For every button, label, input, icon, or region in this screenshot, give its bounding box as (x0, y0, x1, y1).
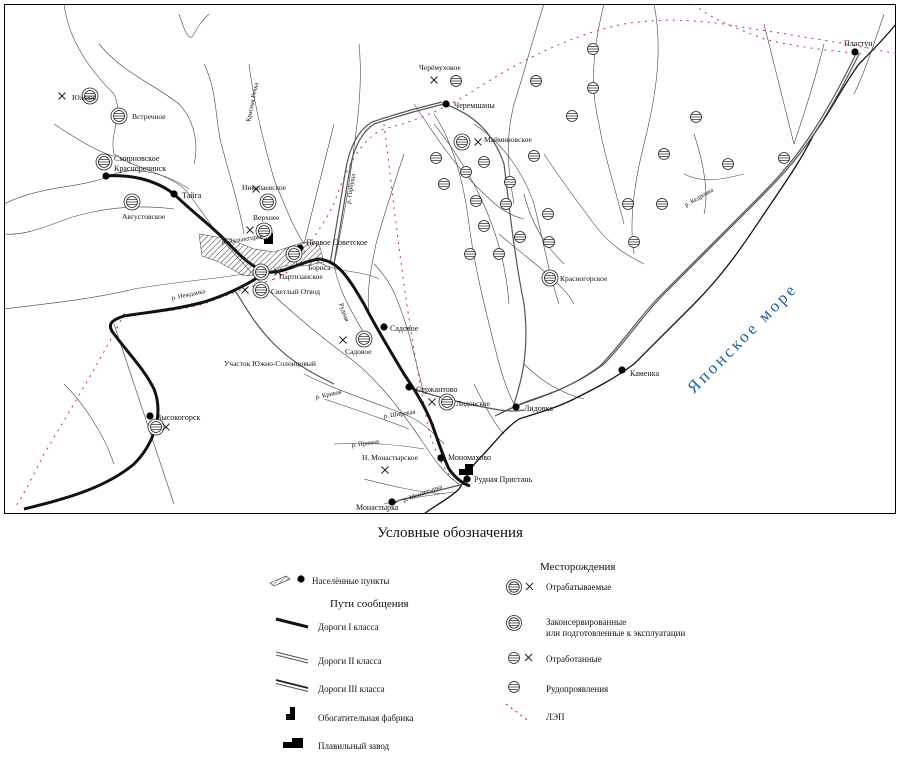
label-cheremukhovoe: Черёмуховое (419, 63, 461, 72)
deposit-labels: Южное Встречное Августовское Николаевско… (72, 63, 608, 462)
power-line (273, 19, 896, 280)
legend-power-line-label: ЛЭП (546, 712, 565, 722)
label-nikolaevskoe: Николаевское (242, 183, 287, 192)
legend-road3-icon (275, 679, 309, 692)
legend-road3-label: Дороги III класса (318, 684, 385, 694)
road-class2-west (233, 288, 335, 385)
label-mayminovskoe: Майминовское (484, 135, 532, 144)
ore-factory-dalnegorsk (268, 233, 273, 244)
legend-road2-icon (275, 651, 309, 664)
label-krasnorechensk: Красноречинск (114, 164, 166, 173)
settlement-area-dalnegorsk (198, 233, 325, 277)
legend-settlements-label: Населённые пункты (312, 576, 390, 586)
road-class2-coast-b (494, 55, 856, 417)
label-pervoe: Первое Советское (306, 238, 368, 247)
label-plastun: Пластун (844, 39, 873, 48)
road-class2-north-b (329, 101, 443, 265)
label-svetly-otvod: Светлый Отвод (271, 287, 320, 296)
label-n-monastyrskoe: Н. Монастырское (362, 453, 419, 462)
label-smirnovskoe: Смирновское (114, 154, 160, 163)
legend-smelter-label: Плавильный завод (318, 741, 390, 751)
legend-occurrence-icon (508, 681, 520, 693)
legend-factory-icon (286, 707, 295, 720)
legend-exploited-label: Отрабатываемые (546, 582, 612, 592)
legend-power-line-icon (505, 703, 531, 723)
legend-roads-header: Пути сообщения (330, 598, 409, 610)
ore-factory-dalnegorsk-b (264, 239, 269, 244)
label-yuzhno-solontsovy: Участок Южно-Солонцовый (224, 359, 316, 368)
road-class2-monastyrka (393, 483, 465, 505)
road-class2-east (443, 103, 527, 405)
legend-title: Условные обозначения (377, 525, 523, 541)
road-class1-main (103, 174, 471, 488)
legend-conserved-icon (506, 615, 522, 631)
label-vysokogorsk: Высокогорск (156, 413, 200, 422)
label-krasnogorskoe: Красногорское (560, 274, 608, 283)
label-r-shirokaya: р. Широкая (383, 409, 416, 420)
label-taiga: Тайга (182, 191, 202, 200)
mining-region-map: Пластун Черемшаны Смирновское Красноречи… (4, 4, 896, 514)
label-sadovoe-town: Садовое (390, 324, 419, 333)
legend-conserved-line1: Законсервированные (546, 617, 627, 627)
label-lidovskoe: Лидовское (456, 399, 491, 408)
legend-road1-icon (275, 617, 309, 629)
label-lidovka: Лидовка (524, 404, 553, 413)
label-avgustovskoe: Августовское (122, 212, 166, 221)
legend-depleted-icon (508, 652, 533, 664)
label-yuzhnoe: Южное (72, 93, 97, 102)
road-class2-north (333, 103, 445, 265)
label-monomakhovo: Мономахово (448, 453, 491, 462)
power-line-sw (13, 313, 125, 510)
label-kamenka: Каменка (630, 369, 659, 378)
road-class2-lidovka (413, 388, 525, 412)
power-line-branch (693, 4, 865, 55)
label-partizanskoe: Партизанское (279, 272, 323, 281)
legend-road1-label: Дороги I класса (318, 622, 379, 632)
legend-deposits-header: Месторождения (540, 561, 616, 573)
label-serzhantovo: Сержантово (416, 385, 457, 394)
legend-conserved-line2: или подготовленные к эксплуатации (546, 628, 686, 638)
legend-depleted-label: Отработанные (546, 654, 602, 664)
legend-settlement-hatch-icon (269, 575, 291, 587)
legend-exploited-icon (506, 579, 534, 595)
road-class1-southwest (23, 270, 267, 511)
label-verkhnee: Верхнее (253, 213, 280, 222)
settlement-labels: Пластун Черемшаны Смирновское Красноречи… (114, 39, 873, 512)
coastline (423, 23, 896, 514)
smelter-rudnaya (459, 469, 473, 475)
legend-factory-label: Обогатительная фабрика (318, 713, 414, 723)
legend-conserved-label: Законсервированные или подготовленные к … (546, 617, 685, 639)
label-rudnaya: Рудная Пристань (474, 475, 533, 484)
legend-smelter-icon (283, 738, 303, 748)
legend-settlement-dot-icon (297, 575, 305, 583)
river-network (4, 4, 885, 505)
legend-road2-label: Дороги II класса (318, 656, 382, 666)
label-r-pryamaya: р. Прямая (351, 438, 379, 449)
label-cheremshany: Черемшаны (454, 101, 495, 110)
power-line-south (383, 123, 460, 485)
legend-occurrence-label: Рудопроявления (546, 684, 609, 694)
label-borisa: Бориса (308, 263, 331, 272)
map-frame (4, 4, 896, 514)
label-sadovoe-deposit: Садовое (345, 347, 372, 356)
label-vstrechnoe: Встречное (132, 112, 166, 121)
smelter-rudnaya-b (465, 464, 473, 469)
settlement-points (102, 48, 859, 506)
label-monastyrka: Монастырка (356, 503, 399, 512)
